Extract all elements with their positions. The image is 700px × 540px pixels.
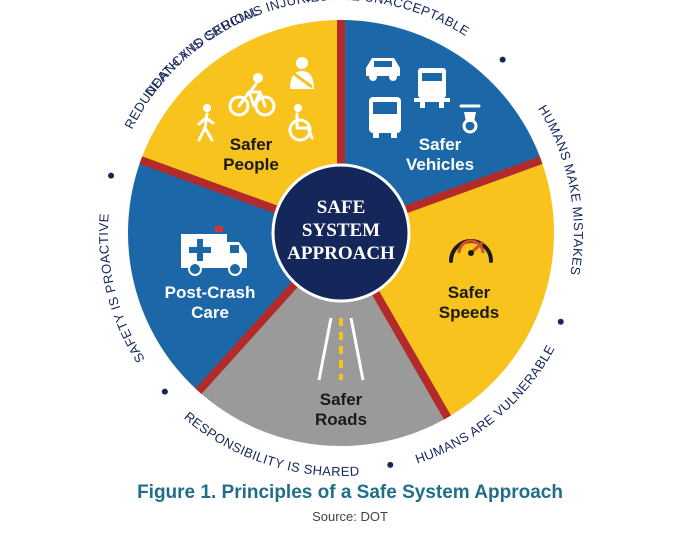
bus-icon [369,97,401,138]
segment-wedge [140,20,341,233]
segment-divider [139,156,281,215]
segment-divider [401,156,543,215]
car-icon [366,58,400,81]
truck-icon [414,68,450,108]
pedestrian-icon [197,104,215,142]
ring-dot [161,388,168,395]
figure-source: Source: DOT [312,509,388,524]
ring-dot [108,172,115,179]
wheelchair-icon [288,104,314,142]
ring-dot [387,461,394,468]
segment-divider [195,279,300,394]
bicycle-icon [228,73,276,117]
ring-dot [499,56,506,63]
seatbelt-icon [290,57,314,89]
figure-caption: Figure 1. Principles of a Safe System Ap… [137,482,563,503]
speedometer-icon [449,239,493,263]
segment-wedge [198,233,448,446]
ring-dot [305,0,311,2]
segment-divider [370,288,451,420]
ring-dot [557,318,564,325]
road-icon [317,317,365,381]
ambulance-icon [181,226,247,276]
motorcycle-icon [459,104,481,134]
